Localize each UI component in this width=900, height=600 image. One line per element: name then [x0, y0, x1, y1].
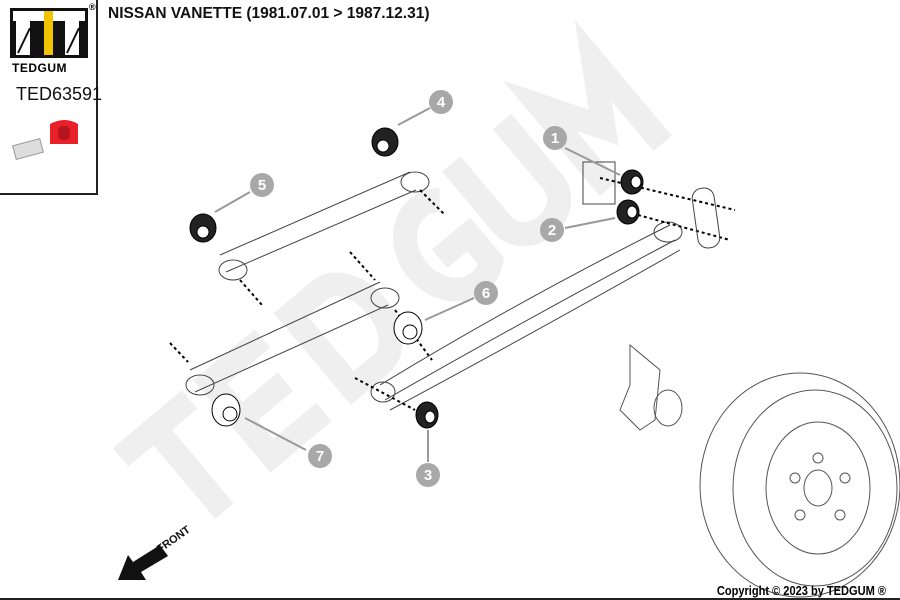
steering-knuckle	[619, 343, 683, 431]
svg-text:7: 7	[316, 448, 324, 465]
copyright: Copyright © 2023 by TEDGUM ®	[716, 583, 886, 598]
callout-4: 4	[429, 90, 453, 114]
svg-text:2: 2	[548, 222, 556, 239]
brand-name: TEDGUM	[12, 61, 67, 75]
svg-text:6: 6	[482, 285, 490, 302]
callout-3: 3	[416, 463, 440, 487]
watermark	[112, 19, 672, 519]
bushings	[189, 127, 644, 429]
bushing-5	[189, 213, 217, 243]
bushing-1	[620, 169, 644, 195]
page-title: NISSAN VANETTE (1981.07.01 > 1987.12.31)	[108, 5, 430, 22]
part-number: TED63591	[16, 84, 103, 104]
callouts: 1 2 3 4 5 6 7	[250, 90, 567, 487]
svg-text:1: 1	[551, 130, 559, 147]
callout-6: 6	[474, 281, 498, 305]
bottom-border	[0, 598, 900, 600]
bushing-4	[371, 127, 399, 157]
leaf-spring	[354, 214, 731, 411]
svg-text:5: 5	[258, 177, 266, 194]
tedgum-logo	[10, 8, 88, 58]
callout-5: 5	[250, 173, 274, 197]
product-image	[12, 120, 78, 160]
wheel	[699, 372, 900, 598]
bushing-7	[211, 393, 241, 427]
svg-text:3: 3	[424, 467, 432, 484]
callout-1: 1	[543, 126, 567, 150]
product-panel	[0, 0, 98, 195]
svg-text:4: 4	[437, 94, 446, 111]
callout-7: 7	[308, 444, 332, 468]
upper-link-arm	[218, 171, 446, 306]
spring-bracket	[582, 161, 736, 249]
bushing-2	[616, 199, 640, 225]
front-label: FRONT	[155, 524, 193, 556]
front-arrow-icon: FRONT	[118, 524, 193, 580]
registered-mark: ®	[89, 2, 96, 12]
bushing-6	[393, 311, 423, 345]
bushing-3	[415, 401, 439, 429]
callout-2: 2	[540, 218, 564, 242]
leader-lines	[214, 107, 621, 462]
